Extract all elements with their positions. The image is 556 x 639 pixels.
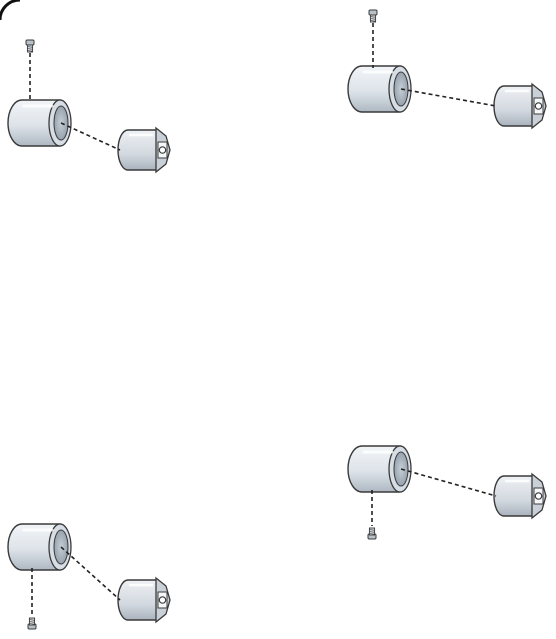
cap-hole: [534, 492, 543, 500]
cap-body: [117, 579, 159, 621]
cap-body: [493, 475, 535, 517]
assembly-bottom-right: [347, 445, 547, 540]
cap-body: [493, 85, 535, 127]
corner-frame-arc: [0, 0, 21, 21]
screw-head: [25, 39, 35, 46]
axis-line: [60, 546, 121, 601]
screw-thread: [369, 531, 375, 533]
screw-thread: [27, 46, 33, 48]
screw-thread: [370, 18, 376, 20]
screw-thread: [369, 533, 375, 535]
assembly-bottom-left: [7, 523, 171, 630]
axis-line: [400, 88, 497, 107]
cap-hole: [534, 102, 543, 110]
screw-head: [368, 9, 378, 16]
cap-hole: [158, 146, 167, 154]
axis-line: [60, 122, 121, 151]
cap-body: [117, 129, 159, 171]
screw-thread: [29, 619, 35, 621]
screw-thread: [29, 621, 35, 623]
screw-thread: [29, 623, 35, 625]
axis-line: [400, 468, 497, 497]
assembly-top-left: [7, 39, 171, 174]
cap-hole: [158, 596, 167, 604]
screw-thread: [369, 529, 375, 531]
screw-thread: [27, 48, 33, 50]
screw-thread: [370, 20, 376, 22]
screw-thread: [370, 16, 376, 18]
screw-thread: [27, 50, 33, 52]
assembly-top-right: [347, 9, 547, 130]
